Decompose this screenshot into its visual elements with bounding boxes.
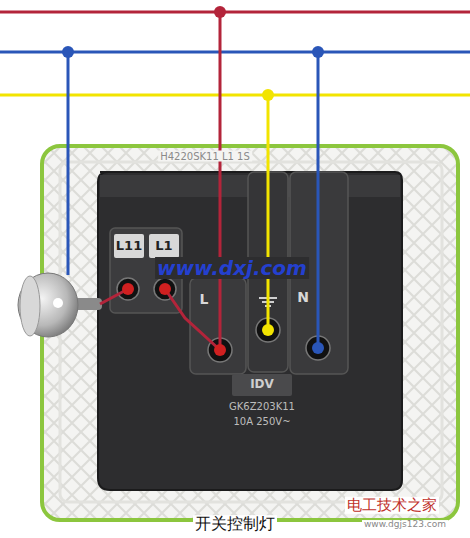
live-terminal — [190, 278, 246, 374]
housing — [98, 172, 402, 490]
watermark: 电工技术之家 — [345, 497, 439, 514]
watermark: www.dgjs123.com — [362, 520, 448, 530]
faceplate — [42, 146, 458, 520]
caption: 开关控制灯 — [193, 515, 277, 533]
wire-junctions — [62, 6, 324, 356]
rating-text: 10A 250V~ — [233, 416, 290, 427]
terminal-label: L11 — [116, 239, 142, 253]
brand-text: IDV — [250, 378, 274, 391]
watermark: www.dxj.com — [155, 257, 309, 279]
model-text: GK6Z203K11 — [229, 401, 295, 412]
terminal-label: N — [297, 290, 309, 305]
wires — [0, 12, 470, 350]
model-text: H4220SK11 L1 1S — [158, 151, 252, 162]
terminal-label: L — [200, 292, 209, 307]
lamp — [18, 273, 102, 337]
terminal-label: L1 — [155, 239, 172, 253]
